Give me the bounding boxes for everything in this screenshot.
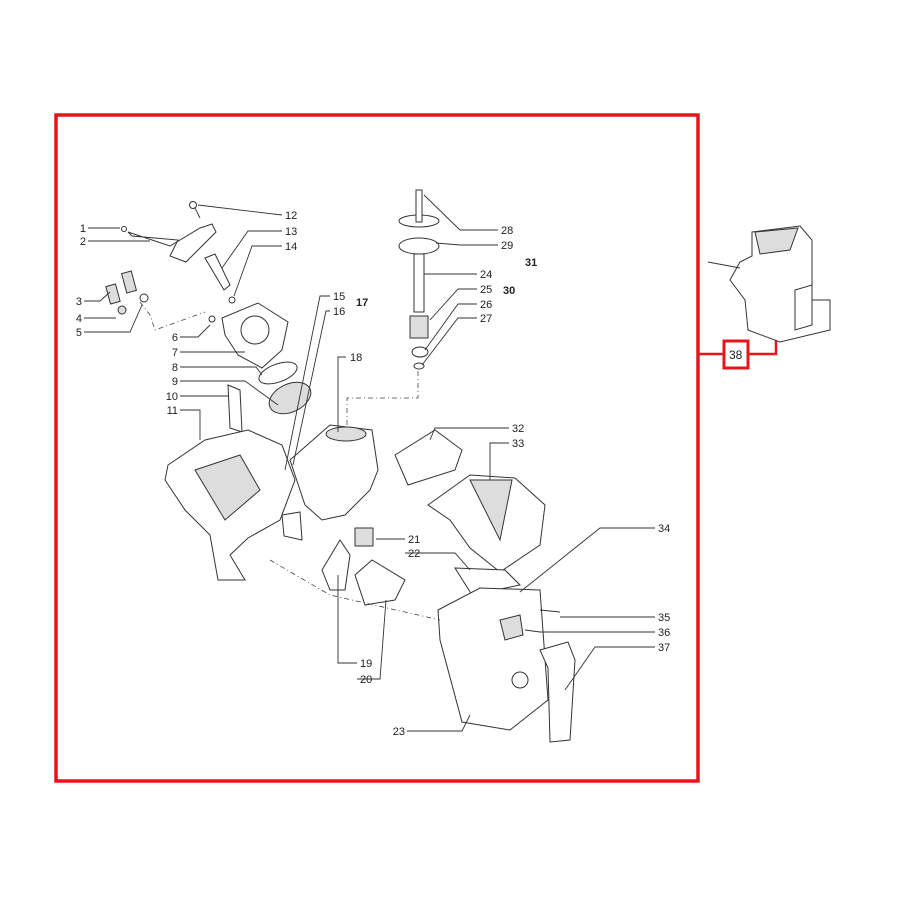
callout-label: 22: [408, 548, 420, 560]
callout-label: 29: [501, 240, 513, 252]
callout-label: 18: [350, 352, 362, 364]
callout-label: 16: [333, 306, 345, 318]
callout-label: 11: [167, 405, 178, 417]
assembly-connector: [698, 335, 778, 356]
leader-lines: [84, 194, 655, 732]
callout-label: 5: [76, 327, 82, 339]
callout-label: 33: [512, 438, 524, 450]
assembly-thumbnail: [707, 225, 831, 343]
callout-label: 19: [360, 658, 372, 670]
callout-label: 31: [525, 257, 537, 269]
callout-label: 37: [658, 642, 670, 654]
callout-label: 3: [76, 296, 82, 308]
assembly-frame: [54, 113, 700, 783]
callout-label: 28: [501, 225, 513, 237]
callout-label: 4: [76, 313, 82, 325]
callout-label: 30: [503, 285, 515, 297]
callout-label: 21: [408, 534, 420, 546]
callout-label: 9: [172, 376, 178, 388]
callout-label: 7: [172, 347, 178, 359]
callout-label: 10: [166, 391, 178, 403]
callout-label: 15: [333, 291, 345, 303]
callout-label: 23: [393, 726, 405, 738]
callout-label: 24: [480, 269, 492, 281]
callout-label: 20: [360, 674, 372, 686]
parts-sketches: [105, 189, 576, 743]
assembly-callout-box[interactable]: [722, 339, 750, 370]
callout-label: 6: [172, 332, 178, 344]
callout-label: 26: [480, 299, 492, 311]
callout-label: 36: [658, 627, 670, 639]
callout-label: 14: [285, 241, 297, 253]
callout-label: 17: [356, 297, 368, 309]
callout-label: 27: [480, 313, 492, 325]
callout-label: 13: [285, 226, 297, 238]
callout-label: 35: [658, 612, 670, 624]
assembly-callout-label: 38: [729, 348, 743, 362]
callout-label: 2: [80, 236, 86, 248]
callout-label: 1: [80, 223, 86, 235]
callout-label: 8: [172, 362, 178, 374]
callout-label: 34: [658, 523, 670, 535]
callout-label: 25: [480, 284, 492, 296]
callout-label: 32: [512, 423, 524, 435]
callout-label: 12: [285, 210, 297, 222]
